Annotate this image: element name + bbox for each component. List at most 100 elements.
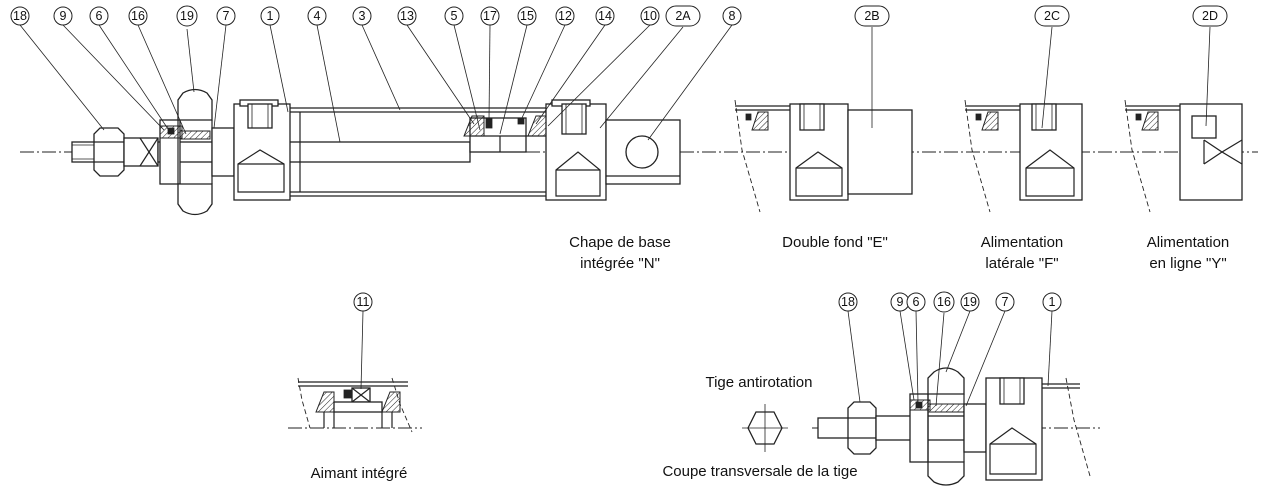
- callout-8: 8: [722, 6, 742, 26]
- callout-11: 11: [353, 292, 373, 312]
- caption-tige-antirotation: Tige antirotation: [705, 374, 812, 391]
- ar-callout-18: 18: [838, 292, 858, 312]
- magnet-detail-view: [288, 377, 422, 433]
- magnet-wear-ring: [343, 389, 353, 399]
- callout-2A: 2A: [665, 5, 701, 27]
- clevis-pin-hole-8: [625, 135, 659, 169]
- svg-text:9: 9: [897, 295, 904, 309]
- svg-text:3: 3: [359, 9, 366, 23]
- magnet-seal-left: [315, 391, 335, 413]
- head-thread-7: [211, 127, 235, 177]
- callout-magnet: 11: [353, 292, 373, 312]
- svg-text:4: 4: [314, 9, 321, 23]
- variant-2C-view: [964, 99, 1083, 213]
- svg-text:1: 1: [1049, 295, 1056, 309]
- svg-text:1: 1: [267, 9, 274, 23]
- ar-callout-19: 19: [960, 292, 980, 312]
- variant-2B-view: [734, 99, 913, 213]
- rear-cover-2A: [545, 99, 681, 201]
- callout-13: 13: [397, 6, 417, 26]
- rod-cover-1: [233, 99, 291, 201]
- caption-en-ligne-line2: en ligne "Y": [1149, 255, 1226, 272]
- caption-laterale-line1: Alimentation: [981, 234, 1064, 251]
- magnet-seal-right: [381, 391, 401, 413]
- ar-callout-7: 7: [995, 292, 1015, 312]
- caption-en-ligne-line1: Alimentation: [1147, 234, 1230, 251]
- svg-text:10: 10: [643, 9, 657, 23]
- caption-double-fond: Double fond "E": [782, 234, 888, 251]
- callout-19: 19: [176, 5, 198, 27]
- svg-text:8: 8: [729, 9, 736, 23]
- captions: Chape de base intégrée "N" Double fond "…: [311, 234, 1230, 482]
- caption-chape-line2: intégrée "N": [580, 255, 660, 272]
- piston-rod-4: [157, 141, 471, 163]
- callout-12: 12: [555, 6, 575, 26]
- rod-nut-18: [93, 127, 125, 177]
- ar-rod-nut: [847, 401, 877, 455]
- ar-callout-9: 9: [890, 292, 910, 312]
- svg-text:12: 12: [558, 9, 572, 23]
- callout-10: 10: [640, 6, 660, 26]
- caption-laterale-line2: latérale "F": [985, 255, 1058, 272]
- callout-17: 17: [480, 6, 500, 26]
- callout-7: 7: [216, 6, 236, 26]
- svg-text:7: 7: [1002, 295, 1009, 309]
- callout-2D: 2D: [1192, 5, 1228, 27]
- svg-text:14: 14: [598, 9, 612, 23]
- variant-2D-view: [1124, 99, 1243, 213]
- callouts-antirotation: 18 9 6 16 19 7 1: [838, 291, 1062, 313]
- ar-callout-6: 6: [906, 292, 926, 312]
- svg-text:2B: 2B: [864, 9, 879, 23]
- callout-1: 1: [260, 6, 280, 26]
- caption-chape-line1: Chape de base: [569, 234, 671, 251]
- ar-callout-16: 16: [933, 291, 955, 313]
- svg-text:16: 16: [937, 295, 951, 309]
- svg-text:6: 6: [913, 295, 920, 309]
- svg-text:19: 19: [963, 295, 977, 309]
- callout-18: 18: [10, 6, 30, 26]
- callout-5: 5: [444, 6, 464, 26]
- barrel-3: [290, 107, 556, 197]
- piston-seal-13: [463, 115, 485, 137]
- callouts-main: 18 9 6 16 19 7 1 4 3 13 5 17 15 12 14 10…: [10, 5, 742, 27]
- callout-9: 9: [53, 6, 73, 26]
- svg-text:17: 17: [483, 9, 497, 23]
- callout-4: 4: [307, 6, 327, 26]
- svg-text:18: 18: [841, 295, 855, 309]
- piston-assembly: [463, 115, 547, 153]
- callout-2B: 2B: [854, 5, 890, 27]
- svg-text:9: 9: [60, 9, 67, 23]
- leader-lines: [19, 24, 1211, 407]
- svg-text:16: 16: [131, 9, 145, 23]
- caption-aimant: Aimant intégré: [311, 465, 408, 482]
- callout-14: 14: [595, 6, 615, 26]
- callouts-variants: 2B 2C 2D: [854, 5, 1228, 27]
- svg-text:18: 18: [13, 9, 27, 23]
- main-cylinder-view: [20, 88, 1258, 216]
- svg-text:2A: 2A: [675, 9, 691, 23]
- callout-6: 6: [89, 6, 109, 26]
- mounting-nut-19: [177, 88, 213, 216]
- callout-15: 15: [517, 6, 537, 26]
- callout-2C: 2C: [1034, 5, 1070, 27]
- callout-16: 16: [128, 6, 148, 26]
- svg-text:6: 6: [96, 9, 103, 23]
- svg-text:5: 5: [451, 9, 458, 23]
- rod-seal-6: [167, 127, 175, 135]
- caption-coupe: Coupe transversale de la tige: [662, 463, 857, 480]
- svg-text:15: 15: [520, 9, 534, 23]
- antirotation-view: [742, 367, 1100, 486]
- ring-12: [517, 117, 525, 125]
- rod-flats: [123, 137, 159, 167]
- callout-3: 3: [352, 6, 372, 26]
- svg-text:11: 11: [357, 295, 370, 309]
- svg-text:2C: 2C: [1044, 9, 1060, 23]
- ar-callout-1: 1: [1042, 292, 1062, 312]
- svg-text:7: 7: [223, 9, 230, 23]
- bushing-16: [179, 130, 211, 140]
- svg-text:2D: 2D: [1202, 9, 1218, 23]
- svg-text:13: 13: [400, 9, 414, 23]
- piston-seal-14: [527, 115, 547, 137]
- svg-text:19: 19: [180, 9, 194, 23]
